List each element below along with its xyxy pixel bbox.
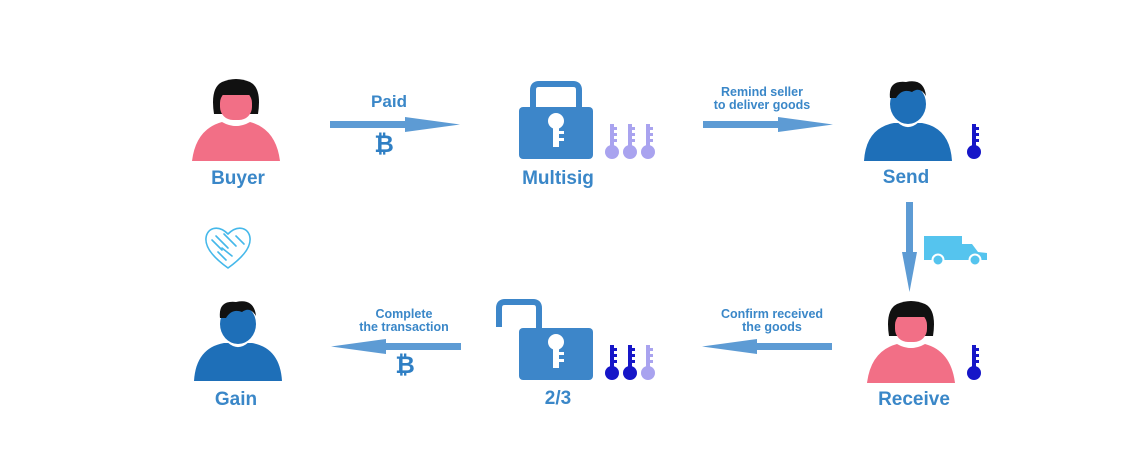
key-icon [641, 124, 655, 159]
key-icon [605, 345, 619, 380]
key-icon [967, 124, 981, 159]
node-label-send: Send [882, 167, 930, 188]
node-label-two-of-three: 2/3 [544, 388, 572, 409]
bitcoin-icon: ₿ [374, 131, 394, 158]
key-icon [623, 124, 637, 159]
arrow-left-icon [331, 339, 461, 354]
two-of-three-padlock-open-icon [496, 299, 593, 380]
buyer-female-person-icon [190, 77, 282, 163]
edge-label-confirm: Confirm received the goods [708, 308, 836, 334]
node-label-gain: Gain [214, 389, 258, 410]
arrow-right-icon [703, 117, 833, 132]
key-icon [605, 124, 619, 159]
edge-label-confirm-line2: the goods [742, 320, 802, 334]
edge-label-paid: Paid [371, 92, 407, 111]
bitcoin-icon: ₿ [395, 352, 415, 379]
key-icon [967, 345, 981, 380]
send-male-person-icon [862, 79, 954, 163]
edge-label-complete: Complete the transaction [344, 308, 464, 334]
node-label-receive: Receive [878, 389, 950, 410]
edge-label-confirm-line1: Confirm received [720, 307, 824, 321]
receive-female-person-icon [865, 299, 957, 385]
gain-male-person-icon [192, 299, 284, 383]
node-label-buyer: Buyer [211, 168, 265, 189]
truck-icon [924, 236, 987, 267]
key-icon [641, 345, 655, 380]
arrow-left-icon [702, 339, 832, 354]
edge-label-remind-line1: Remind seller [721, 85, 803, 99]
arrow-down-icon [902, 202, 917, 292]
handshake-heart-icon [205, 227, 251, 269]
edge-label-complete-line1: Complete [375, 307, 433, 321]
key-icon [623, 345, 637, 380]
edge-label-remind: Remind seller to deliver goods [700, 86, 824, 112]
edge-label-remind-line2: to deliver goods [713, 98, 811, 112]
arrow-right-icon [330, 117, 460, 132]
node-label-multisig: Multisig [522, 168, 594, 189]
edge-label-complete-line2: the transaction [359, 320, 449, 334]
multisig-padlock-closed-icon [519, 81, 593, 159]
